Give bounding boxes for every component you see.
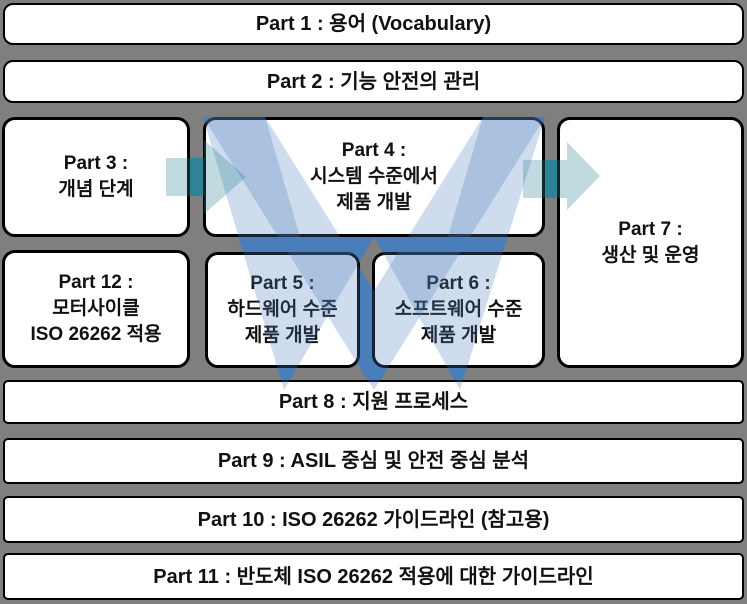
part5-label-line3: 제품 개발 (244, 325, 321, 346)
part11-label: Part 11 : 반도체 ISO 26262 적용에 대한 가이드라인 (153, 565, 594, 588)
part4-label-line2: 시스템 수준에서 (310, 166, 438, 187)
part4-label-line1: Part 4 : (341, 140, 407, 161)
part11-box: Part 11 : 반도체 ISO 26262 적용에 대한 가이드라인 (3, 553, 744, 600)
part7-label-line1: Part 7 : (618, 218, 683, 240)
part8-label: Part 8 : 지원 프로세스 (278, 391, 469, 413)
part4-label-line3: 제품 개발 (336, 192, 412, 213)
part5-label-line1: Part 5 : (250, 273, 315, 294)
part12-label-line2: 모터사이클 (52, 298, 140, 319)
part3-label-line2: 개념 단계 (58, 179, 134, 200)
part12-label-line1: Part 12 : (58, 272, 134, 293)
part12-label-line3: ISO 26262 적용 (30, 324, 162, 345)
part3-label-line1: Part 3 : (63, 153, 129, 174)
part7-label-line2: 생산 및 운영 (601, 244, 700, 266)
part5-label-line2: 하드웨어 수준 (227, 299, 338, 320)
part6-label-line3: 제품 개발 (420, 325, 497, 346)
part9-box: Part 9 : ASIL 중심 및 안전 중심 분석 (3, 438, 744, 484)
part4-box: Part 4 : 시스템 수준에서 제품 개발 (203, 117, 545, 237)
part1-box: Part 1 : 용어 (Vocabulary) (3, 3, 744, 45)
part12-box: Part 12 : 모터사이클 ISO 26262 적용 (2, 250, 190, 368)
part9-label: Part 9 : ASIL 중심 및 안전 중심 분석 (217, 450, 530, 472)
part10-label: Part 10 : ISO 26262 가이드라인 (참고용) (197, 508, 550, 531)
part2-box: Part 2 : 기능 안전의 관리 (3, 60, 744, 103)
part6-label-line1: Part 6 : (426, 273, 491, 294)
part2-label: Part 2 : 기능 안전의 관리 (266, 70, 481, 93)
part5-box: Part 5 : 하드웨어 수준 제품 개발 (205, 252, 360, 368)
part3-box: Part 3 : 개념 단계 (2, 117, 190, 237)
part1-label: Part 1 : 용어 (Vocabulary) (255, 13, 492, 35)
part6-box: Part 6 : 소프트웨어 수준 제품 개발 (372, 252, 545, 368)
part8-box: Part 8 : 지원 프로세스 (3, 380, 744, 424)
part6-label-line2: 소프트웨어 수준 (394, 299, 523, 320)
part7-box: Part 7 : 생산 및 운영 (557, 117, 744, 368)
part10-box: Part 10 : ISO 26262 가이드라인 (참고용) (3, 496, 744, 543)
